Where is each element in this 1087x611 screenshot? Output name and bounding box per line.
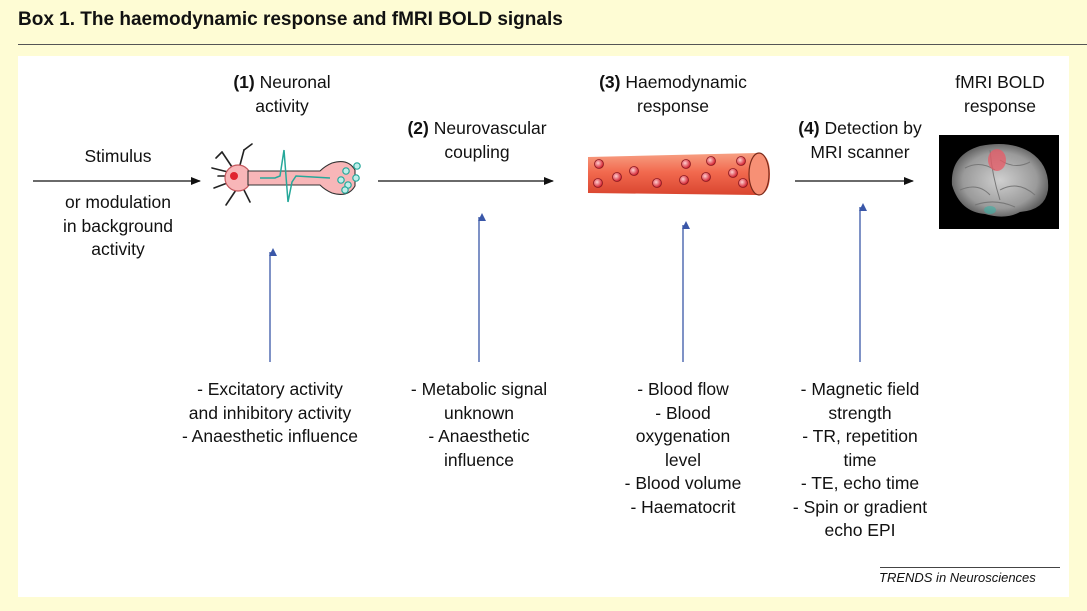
title-divider bbox=[18, 44, 1087, 45]
fmri-bold-response-label: fMRI BOLD response bbox=[930, 71, 1070, 118]
factor-item: - Anaesthetic bbox=[428, 426, 530, 446]
factor-item: - Magnetic field bbox=[800, 379, 920, 399]
credit-divider bbox=[880, 567, 1060, 568]
factor-item: - TR, repetition bbox=[802, 426, 918, 446]
mri-detection-label: (4) Detection by MRI scanner bbox=[775, 117, 945, 164]
diagram-panel bbox=[18, 56, 1069, 597]
neurovascular-coupling-label: (2) Neurovascular coupling bbox=[380, 117, 574, 164]
factor-item: level bbox=[665, 449, 701, 470]
stage-name: Haemodynamic bbox=[625, 72, 747, 92]
factor-item: - Metabolic signal bbox=[410, 379, 548, 399]
factor-item: echo EPI bbox=[824, 520, 896, 540]
factor-item: unknown bbox=[443, 402, 515, 423]
modulation-line: or modulation bbox=[64, 192, 172, 212]
detection-factors: - Magnetic field strength - TR, repetiti… bbox=[775, 378, 945, 543]
factor-item: time bbox=[843, 449, 877, 470]
stage-number: (1) bbox=[233, 72, 255, 92]
coupling-factors: - Metabolic signal unknown - Anaesthetic… bbox=[389, 378, 569, 472]
stage-name-line2: response bbox=[637, 95, 709, 116]
stage-number: (3) bbox=[599, 72, 621, 92]
factor-item: - Haematocrit bbox=[630, 496, 736, 517]
journal-credit: TRENDS in Neurosciences bbox=[879, 570, 1036, 585]
factor-item: - Anaesthetic influence bbox=[181, 426, 359, 446]
factor-item: strength bbox=[828, 402, 892, 423]
factor-item: and inhibitory activity bbox=[188, 402, 352, 423]
stage-number: (2) bbox=[407, 118, 429, 138]
output-line: fMRI BOLD bbox=[955, 72, 1045, 92]
blood-vessel-illustration bbox=[588, 152, 770, 196]
factor-item: - Spin or gradient bbox=[792, 496, 928, 517]
stage-name-line2: activity bbox=[255, 95, 309, 116]
stage-name-line2: coupling bbox=[444, 141, 510, 162]
factor-item: oxygenation bbox=[635, 426, 731, 446]
modulation-line: activity bbox=[91, 239, 145, 259]
modulation-label: or modulation in background activity bbox=[40, 191, 196, 262]
brain-scan-image bbox=[939, 135, 1059, 229]
factor-item: - Blood volume bbox=[624, 473, 742, 493]
neuronal-factors: - Excitatory activity and inhibitory act… bbox=[170, 378, 370, 449]
stimulus-label: Stimulus bbox=[84, 146, 152, 166]
factor-item: - Blood bbox=[655, 402, 711, 423]
factor-item: - Blood flow bbox=[637, 379, 729, 399]
neuron-illustration bbox=[211, 143, 361, 206]
output-line: response bbox=[964, 95, 1036, 116]
neuronal-activity-label: (1) Neuronal activity bbox=[200, 71, 364, 118]
haemodynamic-response-label: (3) Haemodynamic response bbox=[576, 71, 770, 118]
stage-name: Neuronal bbox=[259, 72, 331, 92]
stage-name: Detection by bbox=[824, 118, 922, 138]
box-title: Box 1. The haemodynamic response and fMR… bbox=[18, 9, 563, 30]
stage-name: Neurovascular bbox=[433, 118, 547, 138]
stage-number: (4) bbox=[798, 118, 820, 138]
factor-item: influence bbox=[443, 449, 515, 470]
factor-item: - TE, echo time bbox=[800, 473, 920, 493]
stage-name-line2: MRI scanner bbox=[810, 141, 910, 162]
haemodynamic-factors: - Blood flow - Blood oxygenation level -… bbox=[600, 378, 766, 519]
factor-item: - Excitatory activity bbox=[197, 379, 343, 399]
modulation-line: in background bbox=[63, 215, 173, 236]
